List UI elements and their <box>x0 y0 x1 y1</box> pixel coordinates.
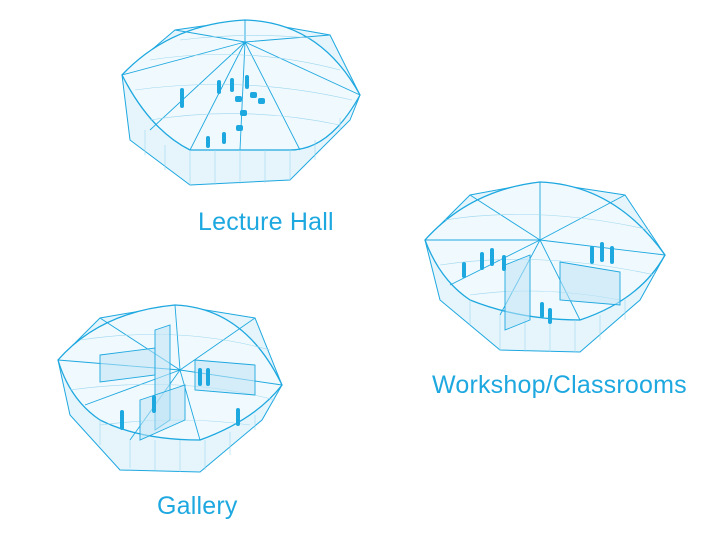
workshop-partition-left <box>504 254 531 331</box>
workshop-pavilion <box>424 181 666 353</box>
lecture-hall-mesh <box>121 20 361 185</box>
lecture-hall-caption: Lecture Hall <box>198 208 334 236</box>
workshop-caption: Workshop/Classrooms <box>432 371 687 399</box>
gallery-partition-3 <box>194 359 256 396</box>
lecture-hall-pavilion <box>121 19 361 186</box>
gallery-people <box>120 368 240 430</box>
lecture-hall-people <box>180 75 265 148</box>
gallery-partition-4 <box>139 384 186 441</box>
workshop-mesh <box>425 182 666 352</box>
gallery-pavilion <box>57 304 283 473</box>
gallery-caption: Gallery <box>157 492 238 520</box>
workshop-people <box>462 242 614 324</box>
workshop-partition-right <box>559 261 621 306</box>
